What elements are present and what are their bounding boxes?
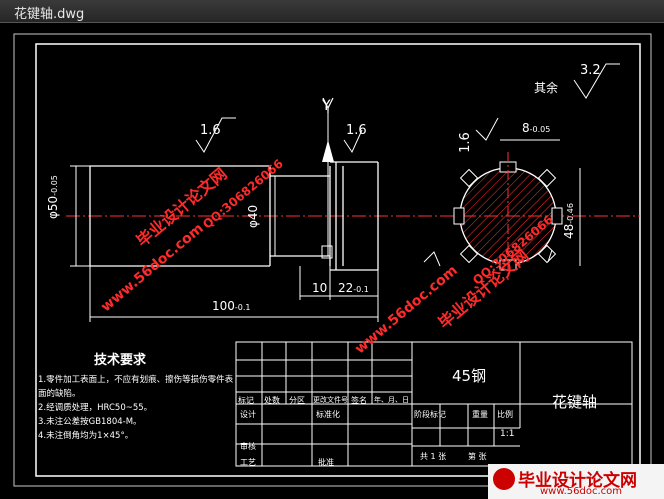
- footer-site-url: www.56doc.com: [540, 486, 623, 497]
- cad-drawing: [13, 33, 652, 487]
- window-title: 花键轴.dwg: [14, 7, 85, 22]
- sheet-outer-frame: [13, 33, 652, 487]
- dim-dia-40: φ40: [246, 204, 260, 228]
- review-label: 审核: [240, 442, 256, 451]
- approve-label: 批准: [318, 458, 334, 467]
- window-titlebar: 花键轴.dwg: [0, 0, 664, 23]
- col-label-count: 处数: [264, 396, 280, 405]
- scale-label: 比例: [497, 410, 513, 419]
- view-arrow-top: [322, 140, 334, 162]
- col-label-zone: 分区: [289, 396, 305, 405]
- spline-section: [453, 139, 581, 280]
- tech-line: 4.未注倒角均为1×45°。: [38, 431, 134, 441]
- roughness-other-value: 3.2: [580, 63, 601, 78]
- section-arrows: [423, 249, 553, 267]
- shaft-body: [89, 161, 379, 271]
- roughness-other-label: 其余: [534, 81, 559, 95]
- footer-logo: 毕业设计论文网 www.56doc.com: [488, 464, 664, 499]
- logo-badge-icon: [493, 468, 515, 490]
- roughness-symbols: [195, 63, 620, 154]
- col-label-mark: 标记: [238, 396, 254, 405]
- tech-requirements: 1.零件加工表面上，不应有划痕、擦伤等损伤零件表 面的缺陷。 2.经调质处理，H…: [38, 373, 234, 443]
- dim-len-22: 22-0.1: [338, 281, 369, 295]
- dimension-lines: [70, 165, 379, 322]
- col-label-sign: 签名: [351, 396, 367, 405]
- roughness-left-value: 1.6: [200, 123, 221, 138]
- footer-site-name: 毕业设计论文网: [518, 471, 637, 491]
- dim-key-width: 8-0.05: [522, 121, 551, 135]
- tech-line: 1.零件加工表面上，不应有划痕、擦伤等损伤零件表: [38, 375, 234, 385]
- dim-len-10: 10: [312, 281, 328, 295]
- design-label: 设计: [240, 410, 256, 419]
- dim-dia-50: φ50-0.05: [46, 175, 60, 219]
- dim-len-100: 100-0.1: [212, 299, 251, 313]
- part-name: 花键轴: [552, 393, 598, 411]
- process-label: 工艺: [240, 458, 256, 467]
- title-block: [235, 341, 633, 467]
- standardize-label: 标准化: [316, 410, 340, 419]
- col-label-date: 年、月、日: [374, 396, 409, 404]
- sheet-number: 第 张: [468, 452, 487, 461]
- tech-line: 2.经调质处理，HRC50~55。: [38, 403, 153, 413]
- tech-line: 面的缺陷。: [38, 389, 81, 399]
- dim-spline-dia: 48-0.46: [562, 203, 576, 239]
- roughness-middle-value: 1.6: [346, 123, 367, 138]
- material-value: 45钢: [452, 367, 487, 385]
- drawing-canvas[interactable]: 其余 3.2 Y 1.6 1.6 1.6 φ50-0.05 φ40 10 22-…: [0, 23, 664, 499]
- sheets-total: 共 1 张: [420, 452, 447, 461]
- stage-mark-label: 阶段标记: [414, 410, 446, 419]
- weight-label: 重量: [472, 410, 488, 419]
- scale-value: 1:1: [500, 429, 515, 439]
- sheet-inner-frame: [35, 43, 641, 477]
- roughness-right-value: 1.6: [457, 132, 473, 153]
- col-label-file: 更改文件号: [313, 396, 348, 404]
- tech-line: 3.未注公差按GB1804-M。: [38, 417, 142, 427]
- tech-title: 技术要求: [94, 353, 147, 368]
- section-y-marker: [322, 97, 334, 113]
- section-y-label: Y: [322, 98, 331, 114]
